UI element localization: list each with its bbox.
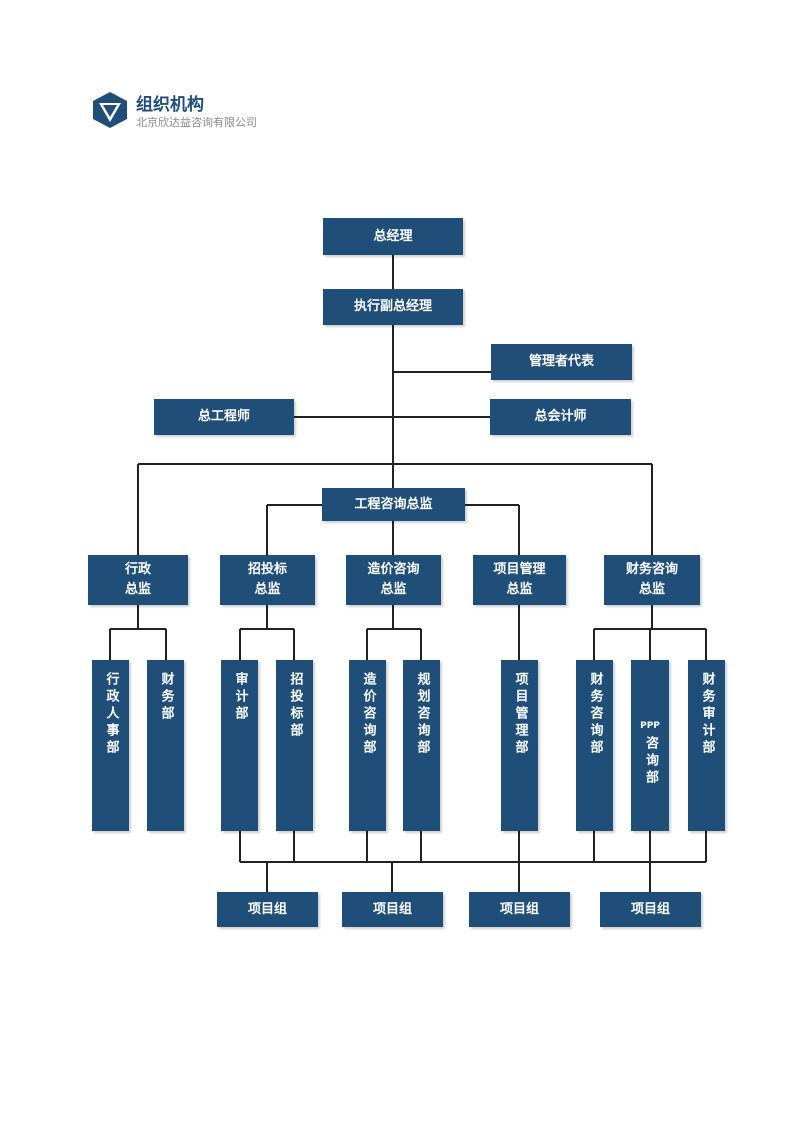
dept-costing: 造价咨询部 xyxy=(349,660,386,831)
project-group-2-label: 项目组 xyxy=(372,901,412,917)
dept-bidding: 招投标部 xyxy=(276,660,313,831)
project-group-4: 项目组 xyxy=(600,892,701,927)
engineering-director-box: 工程咨询总监 xyxy=(322,488,465,521)
dept-finance: 财务部 xyxy=(147,660,184,831)
page-title: 组织机构 xyxy=(136,95,204,115)
costing-director-line2: 总监 xyxy=(380,582,407,597)
admin-director-line2: 总监 xyxy=(124,582,151,597)
company-name: 北京欣达益咨询有限公司 xyxy=(136,116,257,129)
dept-audit-label: 审计部 xyxy=(232,672,248,723)
dept-finance-audit-label: 财务审计部 xyxy=(699,672,715,757)
executive-vp-box: 执行副总经理 xyxy=(323,289,463,325)
bidding-director-line1: 招投标 xyxy=(247,562,287,577)
dept-planning: 规划咨询部 xyxy=(403,660,440,831)
pm-director-line1: 项目管理 xyxy=(493,562,546,577)
admin-director-line1: 行政 xyxy=(124,562,151,577)
dept-bidding-label: 招投标部 xyxy=(287,672,303,740)
bidding-director-box: 招投标 总监 xyxy=(220,555,315,605)
finance-director-line2: 总监 xyxy=(638,582,665,597)
project-group-1-label: 项目组 xyxy=(247,901,287,917)
dept-ppp: PPP 咨询部 xyxy=(631,660,669,831)
dept-ppp-prefix: PPP xyxy=(640,721,660,731)
chief-engineer-label: 总工程师 xyxy=(197,409,250,424)
ceo-label: 总经理 xyxy=(373,228,413,244)
costing-director-box: 造价咨询 总监 xyxy=(346,555,441,605)
dept-audit: 审计部 xyxy=(221,660,258,831)
dept-planning-label: 规划咨询部 xyxy=(414,672,430,757)
dept-admin-hr-label: 行政人事部 xyxy=(103,672,119,757)
dept-admin-hr: 行政人事部 xyxy=(92,660,129,831)
cube-logo-icon xyxy=(93,92,127,128)
dept-finance-audit: 财务审计部 xyxy=(688,660,725,831)
header: 组织机构 北京欣达益咨询有限公司 xyxy=(90,88,390,132)
dept-finance-label: 财务部 xyxy=(158,672,174,723)
dept-finance-consult-label: 财务咨询部 xyxy=(587,672,603,757)
bidding-director-line2: 总监 xyxy=(254,582,281,597)
management-rep-label: 管理者代表 xyxy=(528,354,594,369)
dept-pm: 项目管理部 xyxy=(501,660,538,831)
finance-director-line1: 财务咨询 xyxy=(625,562,678,577)
project-group-1: 项目组 xyxy=(217,892,318,927)
engineering-director-label: 工程咨询总监 xyxy=(354,496,433,512)
management-rep-box: 管理者代表 xyxy=(491,344,632,380)
dept-finance-consult: 财务咨询部 xyxy=(576,660,613,831)
executive-vp-label: 执行副总经理 xyxy=(353,299,432,314)
dept-costing-label: 造价咨询部 xyxy=(360,672,376,757)
project-group-4-label: 项目组 xyxy=(630,901,670,917)
chief-accountant-box: 总会计师 xyxy=(490,399,631,435)
dept-ppp-label: 咨询部 xyxy=(643,736,658,787)
ceo-box: 总经理 xyxy=(323,218,463,255)
chief-accountant-label: 总会计师 xyxy=(534,409,587,424)
costing-director-line1: 造价咨询 xyxy=(367,562,420,577)
project-group-3-label: 项目组 xyxy=(499,901,539,917)
dept-pm-label: 项目管理部 xyxy=(512,672,528,757)
pm-director-line2: 总监 xyxy=(506,582,533,597)
project-group-3: 项目组 xyxy=(469,892,570,927)
pm-director-box: 项目管理 总监 xyxy=(473,555,566,605)
chief-engineer-box: 总工程师 xyxy=(154,399,294,435)
admin-director-box: 行政 总监 xyxy=(88,555,188,605)
finance-director-box: 财务咨询 总监 xyxy=(604,555,700,605)
project-group-2: 项目组 xyxy=(342,892,443,927)
